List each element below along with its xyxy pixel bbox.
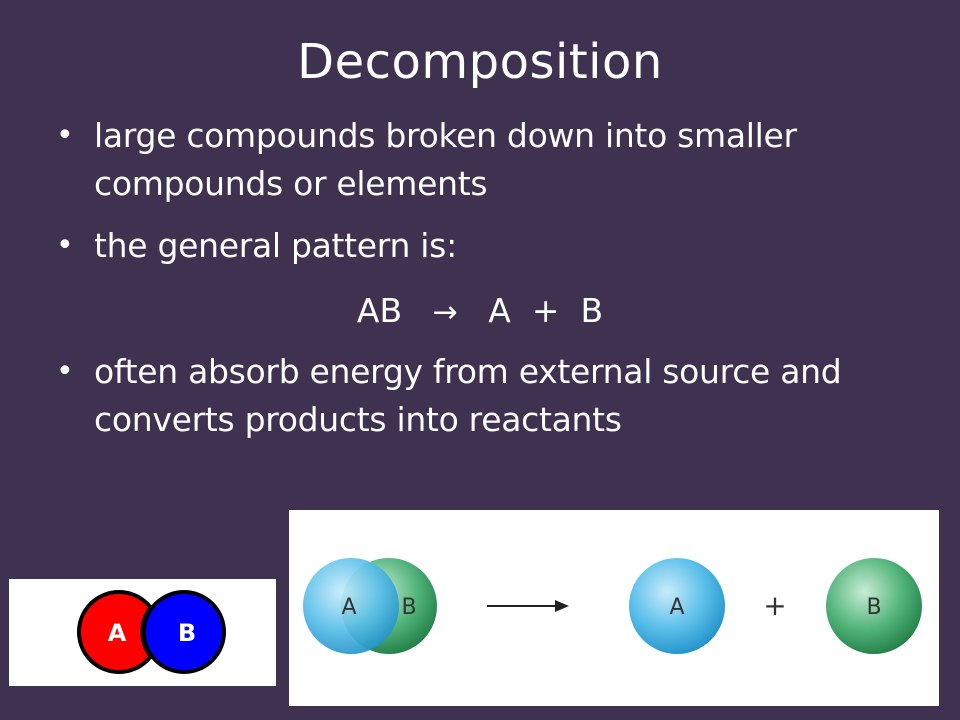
slide-title: Decomposition	[297, 34, 663, 90]
product-a-label: A	[669, 595, 684, 620]
reactant-a-sphere	[303, 558, 399, 654]
reaction-formula: AB → A + B	[0, 287, 960, 337]
atom-b-circle	[142, 590, 226, 674]
bullet-dot-icon: •	[56, 118, 74, 153]
bullet-text: the general pattern is:	[94, 226, 457, 265]
molecule-ab-icon: A B	[77, 590, 226, 674]
bullet-item: • large compounds broken down into small…	[56, 112, 926, 208]
decomposition-diagram-image: A B A + B	[289, 510, 939, 706]
bullet-item: • the general pattern is:	[56, 222, 926, 270]
decomposition-diagram: A B A + B	[303, 558, 922, 654]
molecule-ab-image: A B	[9, 579, 276, 686]
formula-products: A + B	[488, 291, 604, 330]
atom-b-label: B	[178, 619, 196, 647]
reaction-arrow-icon	[487, 600, 569, 612]
bond-line	[140, 605, 153, 659]
bullet-list: • large compounds broken down into small…	[56, 112, 926, 270]
product-a-sphere	[629, 558, 725, 654]
product-b-sphere	[826, 558, 922, 654]
bullet-dot-icon: •	[56, 228, 74, 263]
product-b-label: B	[866, 595, 881, 620]
bullet-text: often absorb energy from external source…	[94, 352, 842, 439]
reactant-a-label: A	[341, 595, 356, 620]
reactant-b-label: B	[401, 595, 416, 620]
plus-sign: +	[763, 589, 786, 622]
bullet-dot-icon: •	[56, 354, 74, 389]
bullet-item: • often absorb energy from external sour…	[56, 348, 936, 444]
arrow-right-icon: →	[432, 295, 458, 330]
atom-a-label: A	[108, 619, 127, 647]
bullet-text: large compounds broken down into smaller…	[94, 116, 797, 203]
formula-reactant: AB	[356, 291, 403, 330]
bullet-list-2: • often absorb energy from external sour…	[56, 348, 936, 444]
